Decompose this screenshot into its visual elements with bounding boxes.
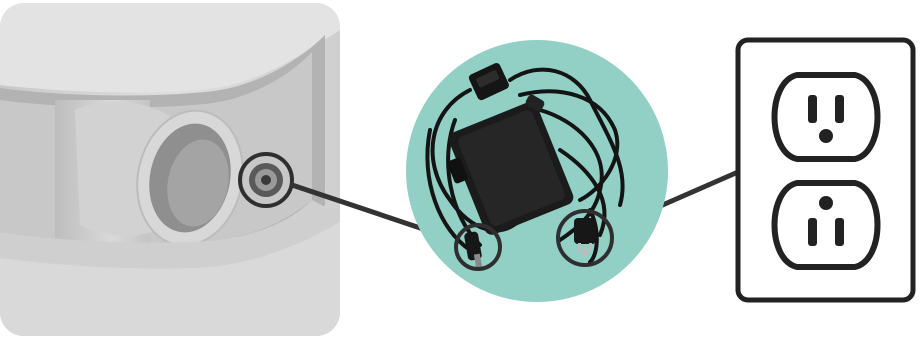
adapter-contents: [425, 63, 625, 269]
adapter-brick: [447, 101, 574, 235]
dc-plug: [464, 231, 483, 269]
ferrite-bead: [525, 94, 545, 112]
device-photo: [0, 3, 340, 336]
outlet-faceplate: [735, 37, 916, 303]
wall-outlet-illustration: [735, 37, 916, 303]
pipe-opening-depth: [167, 139, 229, 227]
ac-wall-plug: [574, 218, 596, 256]
port-highlight-ring: [238, 152, 294, 208]
power-adapter-photo: [406, 40, 668, 302]
dc-power-port: [249, 163, 283, 197]
outlet-receptacle-top: [771, 72, 881, 162]
dc-plug-highlight-ring: [454, 223, 502, 271]
device-base: [0, 222, 340, 336]
device-top-shell: [0, 3, 340, 93]
ac-cord-connector: [468, 63, 509, 101]
ac-plug-highlight-ring: [556, 209, 614, 267]
outlet-receptacle-bottom: [771, 180, 881, 270]
